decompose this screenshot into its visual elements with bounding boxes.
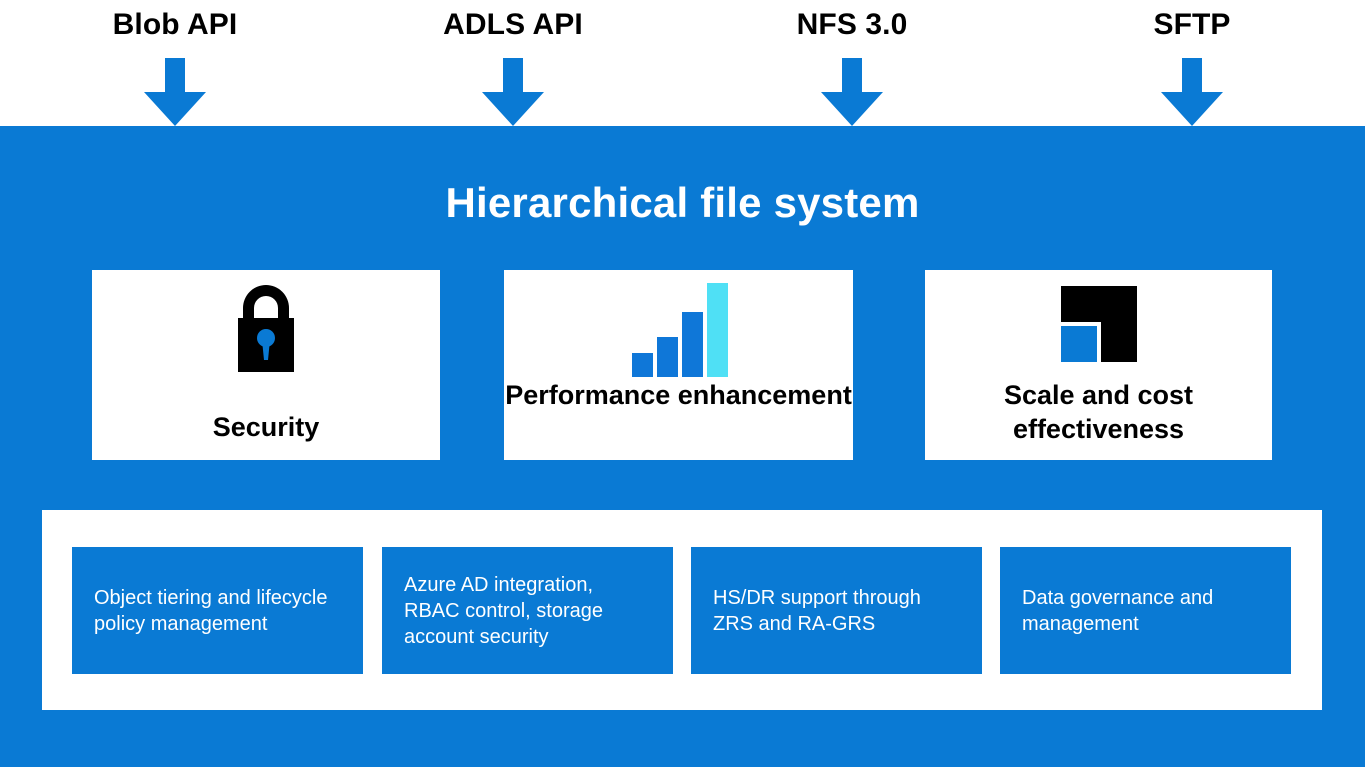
api-entry-adls: ADLS API <box>393 0 633 126</box>
feature-card-label: Scale and cost effectiveness <box>1003 380 1194 444</box>
feature-card-performance: Performance enhancement <box>504 270 853 460</box>
scale-blocks-icon-wrap <box>925 270 1272 382</box>
benefit-text: HS/DR support through ZRS and RA-GRS <box>713 586 921 635</box>
padlock-icon-wrap <box>92 270 440 390</box>
api-entry-blob: Blob API <box>55 0 295 126</box>
bar-chart-icon-wrap <box>504 270 853 382</box>
benefit-text: Object tiering and lifecycle policy mana… <box>94 586 328 635</box>
benefit-box: HS/DR support through ZRS and RA-GRS <box>691 547 982 674</box>
down-arrow-icon <box>821 58 883 126</box>
api-label: SFTP <box>1153 8 1231 41</box>
padlock-icon <box>226 282 306 379</box>
bar-chart-icon <box>630 281 728 382</box>
benefit-text: Data governance and management <box>1022 586 1214 635</box>
feature-card-label: Security <box>212 412 320 442</box>
api-label: Blob API <box>112 8 238 41</box>
hierarchical-file-system-stage: Hierarchical file system Security <box>0 126 1365 767</box>
down-arrow-icon <box>482 58 544 126</box>
api-label: ADLS API <box>443 8 583 41</box>
benefit-box: Data governance and management <box>1000 547 1291 674</box>
feature-card-scale: Scale and cost effectiveness <box>925 270 1272 460</box>
api-entry-nfs: NFS 3.0 <box>732 0 972 126</box>
benefit-box: Object tiering and lifecycle policy mana… <box>72 547 363 674</box>
down-arrow-icon <box>144 58 206 126</box>
api-band: Blob API ADLS API NFS 3.0 SFTP <box>0 0 1365 126</box>
feature-card-security: Security <box>92 270 440 460</box>
scale-blocks-icon <box>1060 285 1137 367</box>
benefit-box: Azure AD integration, RBAC control, stor… <box>382 547 673 674</box>
page-title: Hierarchical file system <box>445 179 920 226</box>
benefit-text: Azure AD integration, RBAC control, stor… <box>404 573 603 648</box>
feature-card-label: Performance enhancement <box>505 380 852 410</box>
api-label: NFS 3.0 <box>796 8 908 41</box>
api-entry-sftp: SFTP <box>1072 0 1312 126</box>
down-arrow-icon <box>1161 58 1223 126</box>
benefits-panel: Object tiering and lifecycle policy mana… <box>42 510 1322 710</box>
